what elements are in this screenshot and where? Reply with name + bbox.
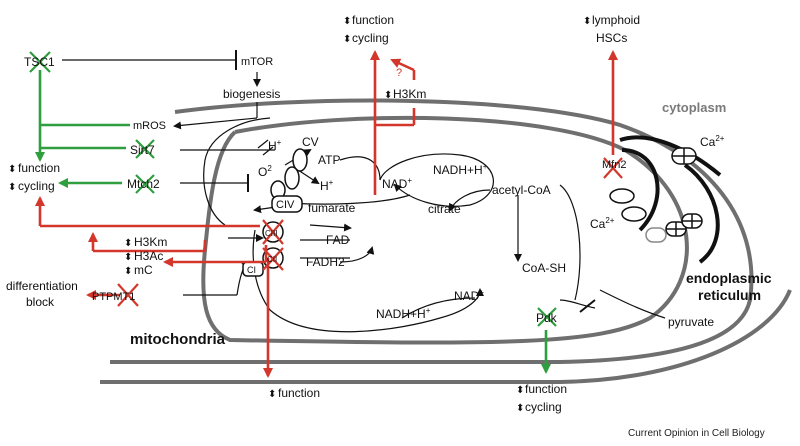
nadh-2-label: NADH+H+ — [376, 306, 431, 321]
lower-membrane — [100, 289, 792, 384]
nadh-1-label: NADH+H+ — [433, 162, 488, 177]
updown-arrow-icon: ⬍ — [124, 266, 132, 277]
mtch2-label: Mtch2 — [127, 177, 160, 191]
differentiation-label: differentiation — [6, 279, 78, 293]
green-arrows — [35, 70, 551, 374]
cv-label: CV — [302, 135, 319, 149]
mtor-label: mTOR — [241, 56, 273, 68]
outer-mitochondrial-membrane — [110, 98, 754, 364]
updown-arrow-icon: ⬍ — [516, 385, 524, 396]
o2-label: O2 — [258, 164, 272, 179]
green-crosses — [29, 51, 557, 327]
updown-arrow-icon: ⬍ — [516, 403, 524, 414]
updown-arrow-icon: ⬍ — [343, 34, 351, 45]
updown-arrow-icon: ⬍ — [8, 182, 16, 193]
fumarate-label: fumarate — [308, 201, 356, 215]
mros-label: mROS — [133, 120, 166, 132]
citrate-label: citrate — [428, 202, 461, 216]
cv-ellipse-1 — [292, 148, 308, 172]
red-crosses — [117, 157, 623, 307]
sirt7-label: Sirt7 — [130, 143, 155, 157]
inner-mitochondrial-membrane — [201, 115, 689, 345]
question-mark: ? — [396, 67, 402, 79]
block-label: block — [26, 295, 55, 309]
cv-ellipse-2 — [284, 166, 300, 190]
coash-label: CoA-SH — [522, 261, 566, 275]
h3km-top-label: H3Km — [393, 87, 426, 101]
mc-left-label: mC — [134, 263, 153, 277]
mitochondria-label: mitochondria — [130, 331, 226, 348]
lymphoid-label: lymphoid — [592, 13, 640, 27]
hplus-1-label: H+ — [268, 138, 282, 153]
updown-arrow-icon: ⬍ — [343, 16, 351, 27]
hplus-2-label: H+ — [320, 178, 334, 193]
nad-2-label: NAD+ — [454, 288, 484, 303]
cell-membranes — [100, 98, 792, 384]
updown-arrow-icon: ⬍ — [384, 90, 392, 101]
ca-mid-label: Ca2+ — [590, 216, 615, 231]
fadh2-label: FADH2 — [306, 255, 345, 269]
left-function-label: function — [18, 161, 60, 175]
hscs-label: HSCs — [596, 31, 627, 45]
cii-label: CII — [267, 255, 277, 264]
bottom-right-cycling-label: cycling — [525, 400, 562, 414]
endoplasmic-reticulum — [619, 135, 722, 264]
updown-arrow-icon: ⬍ — [268, 389, 276, 400]
bottom-function-label: function — [278, 386, 320, 400]
pyruvate-label: pyruvate — [668, 315, 714, 329]
ptpmt1-label: PTPMT1 — [92, 291, 135, 303]
mfn2-label: Mfn2 — [602, 159, 626, 171]
tsc1-label: TSC1 — [24, 55, 55, 69]
atp-label: ATP — [318, 153, 340, 167]
er-channels — [609, 147, 703, 243]
updown-arrow-icon: ⬍ — [583, 16, 591, 27]
er-label-2: reticulum — [698, 287, 761, 303]
red-arrows — [35, 50, 618, 378]
er-label-1: endoplasmic — [686, 270, 772, 286]
nad-1-label: NAD+ — [382, 176, 412, 191]
ciii-label: CIII — [265, 229, 277, 238]
updown-arrow-icon: ⬍ — [124, 238, 132, 249]
fad-label: FAD — [326, 233, 350, 247]
top-cycling-label: cycling — [352, 31, 389, 45]
pdk-label: Pdk — [536, 311, 558, 325]
h3km-left-label: H3Km — [134, 235, 167, 249]
updown-arrow-icon: ⬍ — [8, 164, 16, 175]
ci-label: CI — [247, 265, 256, 275]
h3ac-left-label: H3Ac — [134, 249, 163, 263]
bottom-right-function-label: function — [525, 382, 567, 396]
top-function-label: function — [352, 13, 394, 27]
ca-top-label: Ca2+ — [700, 134, 725, 149]
journal-credit: Current Opinion in Cell Biology — [628, 428, 765, 439]
labels: TSC1 mTOR biogenesis mROS Sirt7 Mtch2 ⬍ … — [6, 13, 772, 439]
cytoplasm-label: cytoplasm — [662, 100, 726, 115]
left-cycling-label: cycling — [18, 179, 55, 193]
civ-box — [271, 195, 303, 213]
acetyl-coa-label: acetyl-CoA — [492, 183, 551, 197]
civ-label: CIV — [276, 199, 295, 211]
biogenesis-label: biogenesis — [223, 87, 280, 101]
updown-arrow-icon: ⬍ — [124, 252, 132, 263]
